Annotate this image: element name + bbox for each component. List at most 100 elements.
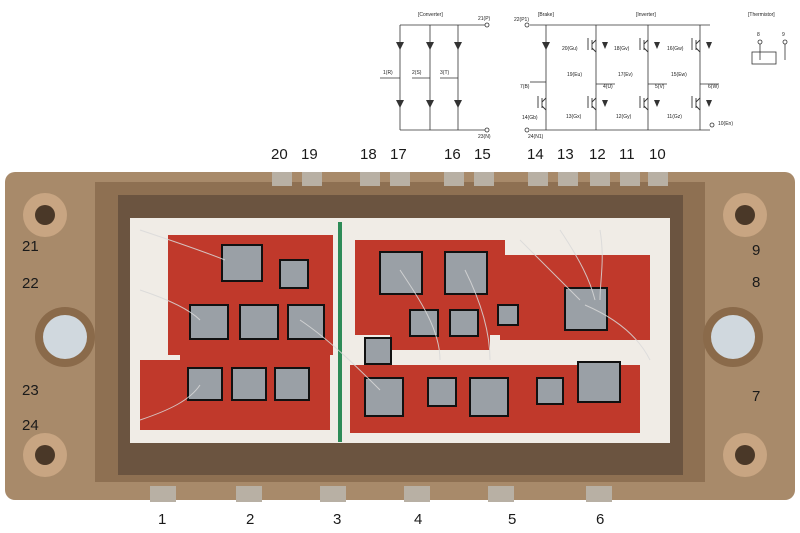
terminal — [360, 172, 380, 186]
pin-label-11: 11 — [619, 146, 635, 163]
pin-label-5: 5 — [508, 511, 517, 528]
terminal — [648, 172, 668, 186]
thermistor-title: [Thermistor] — [748, 12, 775, 18]
die — [449, 309, 479, 337]
converter-n-label: 23(N) — [478, 134, 491, 140]
die — [444, 251, 488, 295]
die — [189, 304, 229, 340]
inverter-gz-label: 11(Gz) — [667, 114, 682, 120]
die — [379, 251, 423, 295]
terminal — [150, 486, 176, 502]
pin-label-10: 10 — [649, 146, 666, 163]
inverter-ew-label: 15(Ew) — [671, 72, 687, 78]
converter-title: [Converter] — [418, 12, 443, 18]
die — [239, 304, 279, 340]
pin-label-20: 20 — [271, 146, 288, 163]
brake-title: [Brake] — [538, 12, 554, 18]
pin-label-24: 24 — [22, 417, 39, 434]
brake-gb-label: 14(Gb) — [522, 115, 538, 121]
pin-label-1: 1 — [158, 511, 167, 528]
die — [577, 361, 621, 403]
bond-wire — [584, 304, 651, 361]
converter-r-label: 1(R) — [383, 70, 393, 76]
die — [536, 377, 564, 405]
bond-wire — [519, 239, 581, 301]
inverter-gx-label: 13(Gx) — [566, 114, 582, 120]
inverter-v-label: 5(V) — [655, 84, 665, 90]
terminal — [236, 486, 262, 502]
converter-s-label: 2(S) — [412, 70, 422, 76]
pin-label-22: 22 — [22, 275, 39, 292]
bond-wire — [299, 319, 381, 391]
die — [364, 377, 404, 417]
inverter-eu-label: 19(Eu) — [567, 72, 583, 78]
bond-wire — [139, 384, 201, 421]
pin-label-21: 21 — [22, 238, 39, 255]
pin-label-9: 9 — [752, 242, 761, 259]
inverter-title: [Inverter] — [636, 12, 656, 18]
terminal — [528, 172, 548, 186]
schematic-diagram — [380, 22, 788, 133]
inverter-gy-label: 12(Gy) — [616, 114, 632, 120]
pin-label-3: 3 — [333, 511, 342, 528]
terminal — [488, 486, 514, 502]
bond-wire — [139, 229, 226, 261]
die — [231, 367, 267, 401]
pin-label-17: 17 — [390, 146, 407, 163]
die — [221, 244, 263, 282]
terminal — [272, 172, 292, 186]
brake-b-label: 7(B) — [520, 84, 530, 90]
die — [364, 337, 392, 365]
pin-label-8: 8 — [752, 274, 761, 291]
bond-wire — [399, 269, 441, 361]
pin-label-23: 23 — [22, 382, 39, 399]
brake-n1-label: 24(N1) — [528, 134, 544, 140]
pin-label-14: 14 — [527, 146, 544, 163]
pin-label-13: 13 — [557, 146, 574, 163]
bond-wire — [464, 269, 491, 361]
terminal — [404, 486, 430, 502]
terminal — [390, 172, 410, 186]
pin-label-16: 16 — [444, 146, 461, 163]
inverter-gu-label: 20(Gu) — [562, 46, 578, 52]
bond-wire — [559, 229, 596, 301]
thermistor-9-label: 9 — [782, 32, 785, 38]
die — [279, 259, 309, 289]
pin-label-12: 12 — [589, 146, 606, 163]
pin-label-19: 19 — [301, 146, 318, 163]
terminal — [558, 172, 578, 186]
terminal — [474, 172, 494, 186]
pin-label-18: 18 — [360, 146, 377, 163]
inverter-gw-label: 16(Gw) — [667, 46, 684, 52]
die — [427, 377, 457, 407]
terminal — [444, 172, 464, 186]
converter-t-label: 3(T) — [440, 70, 450, 76]
converter-p-label: 21(P) — [478, 16, 491, 22]
brake-p1-label: 22(P1) — [514, 17, 530, 23]
inverter-ev-label: 17(Ev) — [618, 72, 633, 78]
pin-label-6: 6 — [596, 511, 605, 528]
pin-label-2: 2 — [246, 511, 255, 528]
bond-wire — [139, 289, 201, 321]
pin-label-15: 15 — [474, 146, 491, 163]
thermistor-8-label: 8 — [757, 32, 760, 38]
die — [564, 287, 608, 331]
die — [274, 367, 310, 401]
die — [187, 367, 223, 401]
inverter-en-label: 10(En) — [718, 121, 734, 127]
terminal — [302, 172, 322, 186]
terminal — [590, 172, 610, 186]
bond-wire — [599, 229, 603, 301]
die — [469, 377, 509, 417]
pin-label-7: 7 — [752, 388, 761, 405]
inverter-u-label: 4(U) — [603, 84, 613, 90]
terminal — [320, 486, 346, 502]
pin-label-4: 4 — [414, 511, 423, 528]
die — [497, 304, 519, 326]
terminal — [586, 486, 612, 502]
die — [409, 309, 439, 337]
inverter-gv-label: 18(Gv) — [614, 46, 630, 52]
terminal — [620, 172, 640, 186]
inverter-w-label: 6(W) — [708, 84, 719, 90]
